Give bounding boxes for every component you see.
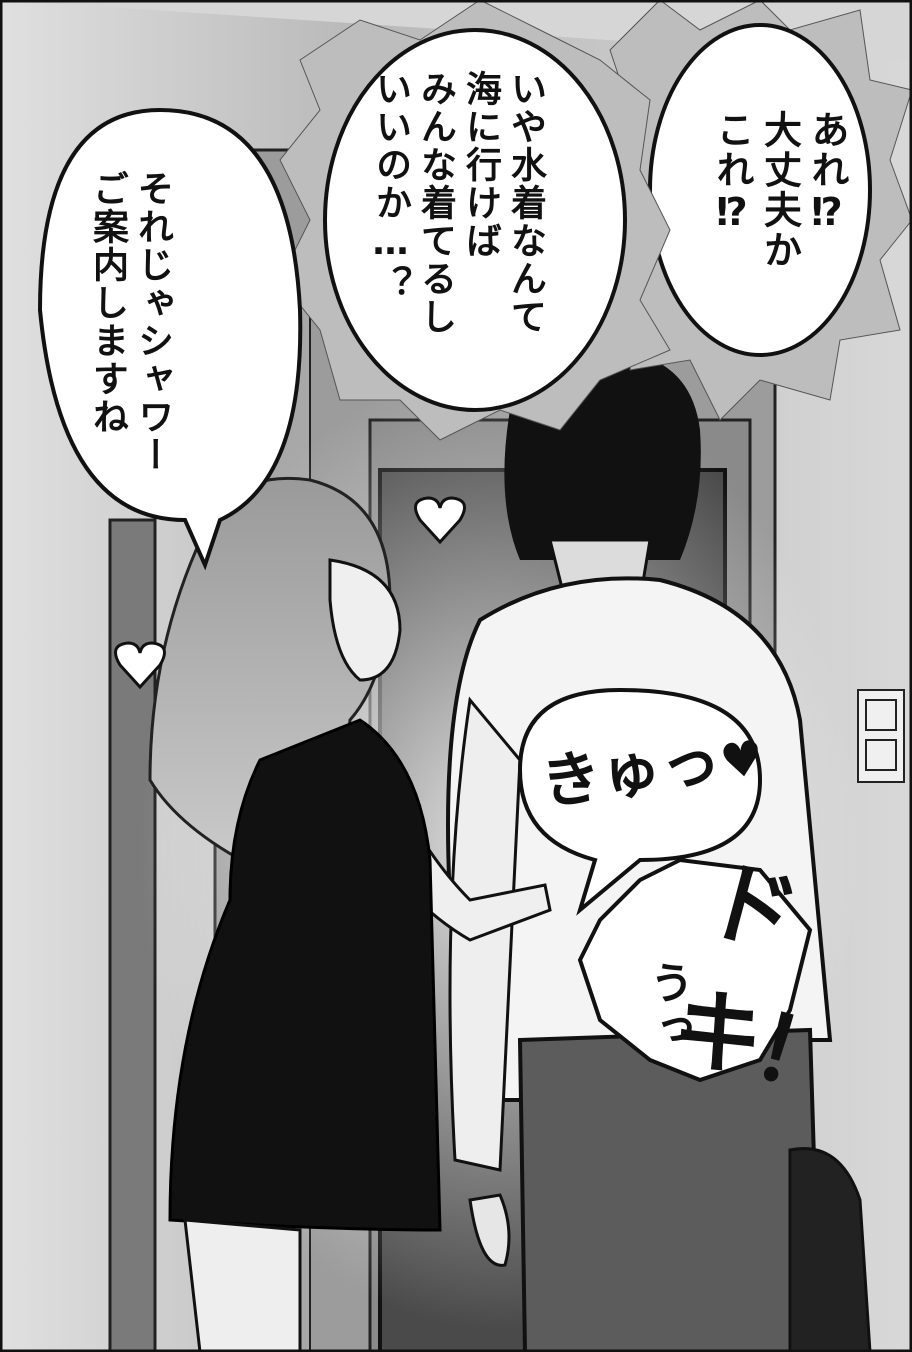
bag xyxy=(788,1147,872,1352)
line-2: 海に行けば xyxy=(460,70,501,260)
speech-text-left: それじゃシャワー ご案内しますね xyxy=(85,170,175,500)
line-1: いや水着なんて xyxy=(505,70,546,336)
line-1: あれ⁉ xyxy=(805,110,849,236)
line-1: それじゃシャワー xyxy=(132,170,173,474)
sfx-bubble-doki xyxy=(577,857,813,1083)
heart-icon-2 xyxy=(114,641,166,690)
thought-text-top-right: あれ⁉ 大丈夫か これ⁉ xyxy=(708,110,851,350)
thought-bubble-top-right xyxy=(579,0,912,421)
line-2: 大丈夫か xyxy=(757,110,802,270)
thought-text-middle: いや水着なんて 海に行けば みんな着てるし いいのか…？ xyxy=(368,70,548,370)
sfx-gasp: うっ xyxy=(642,960,693,1052)
sfx-bubble-squeeze xyxy=(517,687,763,916)
heart-icon-1 xyxy=(414,496,466,545)
line-3: これ⁉ xyxy=(710,110,754,236)
thought-bubble-middle xyxy=(279,0,671,441)
light-switch xyxy=(857,689,905,783)
line-4: いいのか…？ xyxy=(370,70,411,303)
speech-bubble-left xyxy=(37,107,303,571)
woman-dress xyxy=(168,718,442,1232)
line-3: みんな着てるし xyxy=(415,70,456,336)
line-2: ご案内しますね xyxy=(87,170,128,436)
